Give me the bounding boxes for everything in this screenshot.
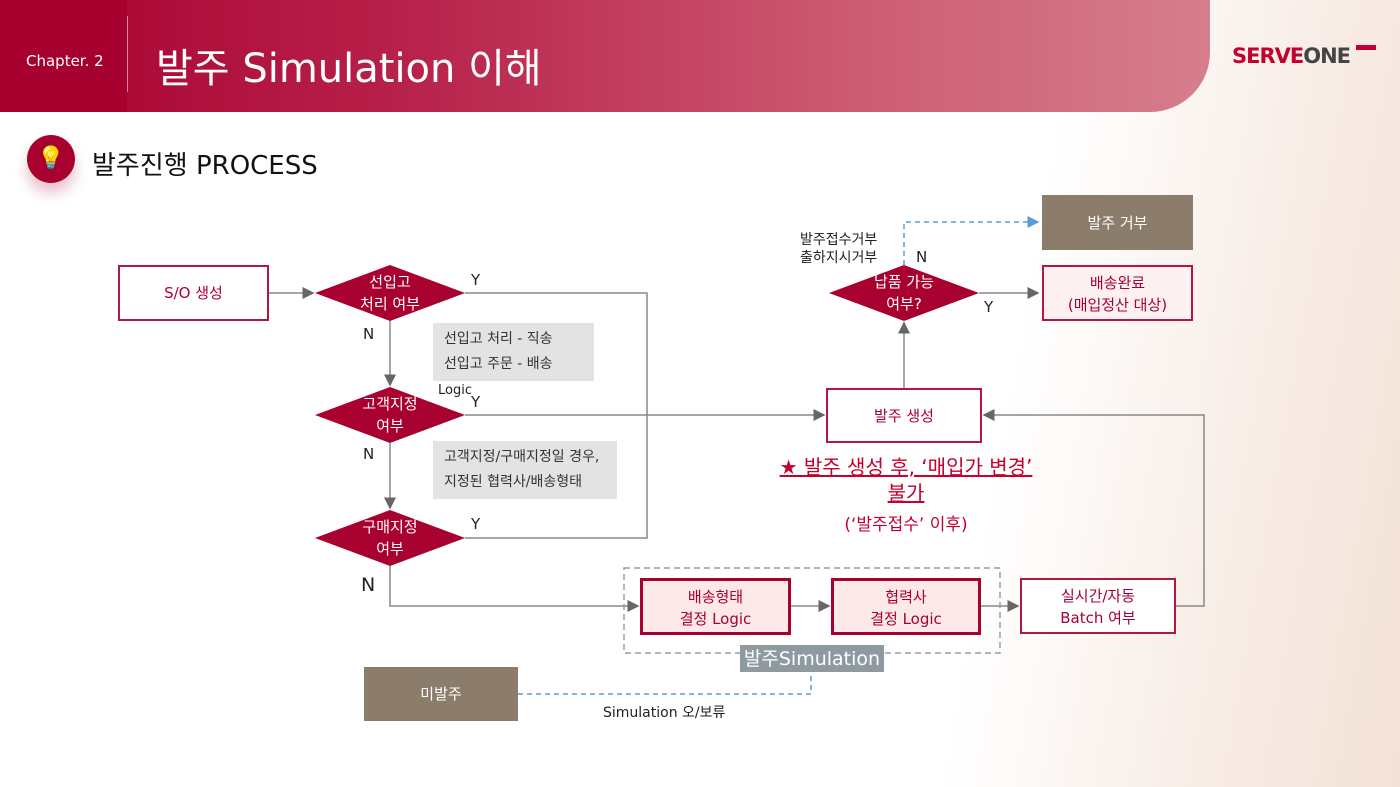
connector <box>982 409 1205 607</box>
page-title: 발주 Simulation 이해 <box>156 46 542 92</box>
decision-diamond <box>829 265 979 321</box>
logo-bar <box>1356 45 1376 50</box>
unordered-box: 미발주 <box>364 667 518 721</box>
lightbulb-icon: 💡 <box>27 135 75 183</box>
po-create-box: 발주 생성 <box>826 388 982 443</box>
po-reject-box: 발주 거부 <box>1042 195 1193 250</box>
no-label: N <box>363 325 375 343</box>
chapter-block <box>0 0 127 112</box>
yes-label: Y <box>471 515 481 533</box>
yes-label: Y <box>471 271 481 289</box>
serveone-logo: SERVEONE <box>1232 44 1351 68</box>
connector <box>389 566 640 612</box>
decision-diamond <box>315 510 465 566</box>
header-band <box>0 0 1210 112</box>
no-label: N <box>363 445 375 463</box>
section-title: 발주진행 PROCESS <box>92 151 318 181</box>
divider <box>127 16 128 92</box>
decision-diamond <box>315 265 465 321</box>
no-label: N <box>916 248 928 266</box>
so-create-box: S/O 생성 <box>118 265 269 321</box>
simulation-hold-label: Simulation 오/보류 <box>603 705 726 721</box>
note-designated: 고객지정/구매지정일 경우,지정된 협력사/배송형태 <box>433 441 617 499</box>
notice: ★ 발주 생성 후, ‘매입가 변경’ 불가 (‘발주접수’ 이후) <box>779 455 1033 535</box>
simulation-label: 발주Simulation <box>740 645 884 672</box>
decision-diamond <box>315 387 465 443</box>
chapter-label: Chapter. 2 <box>26 52 104 70</box>
logic-label: Logic <box>438 383 472 398</box>
dashed-connector <box>518 672 812 695</box>
yes-label: Y <box>471 393 481 411</box>
delivery-done-box: 배송완료(매입정산 대상) <box>1042 265 1193 321</box>
yes-label: Y <box>984 298 994 316</box>
no-label: N <box>361 574 376 596</box>
